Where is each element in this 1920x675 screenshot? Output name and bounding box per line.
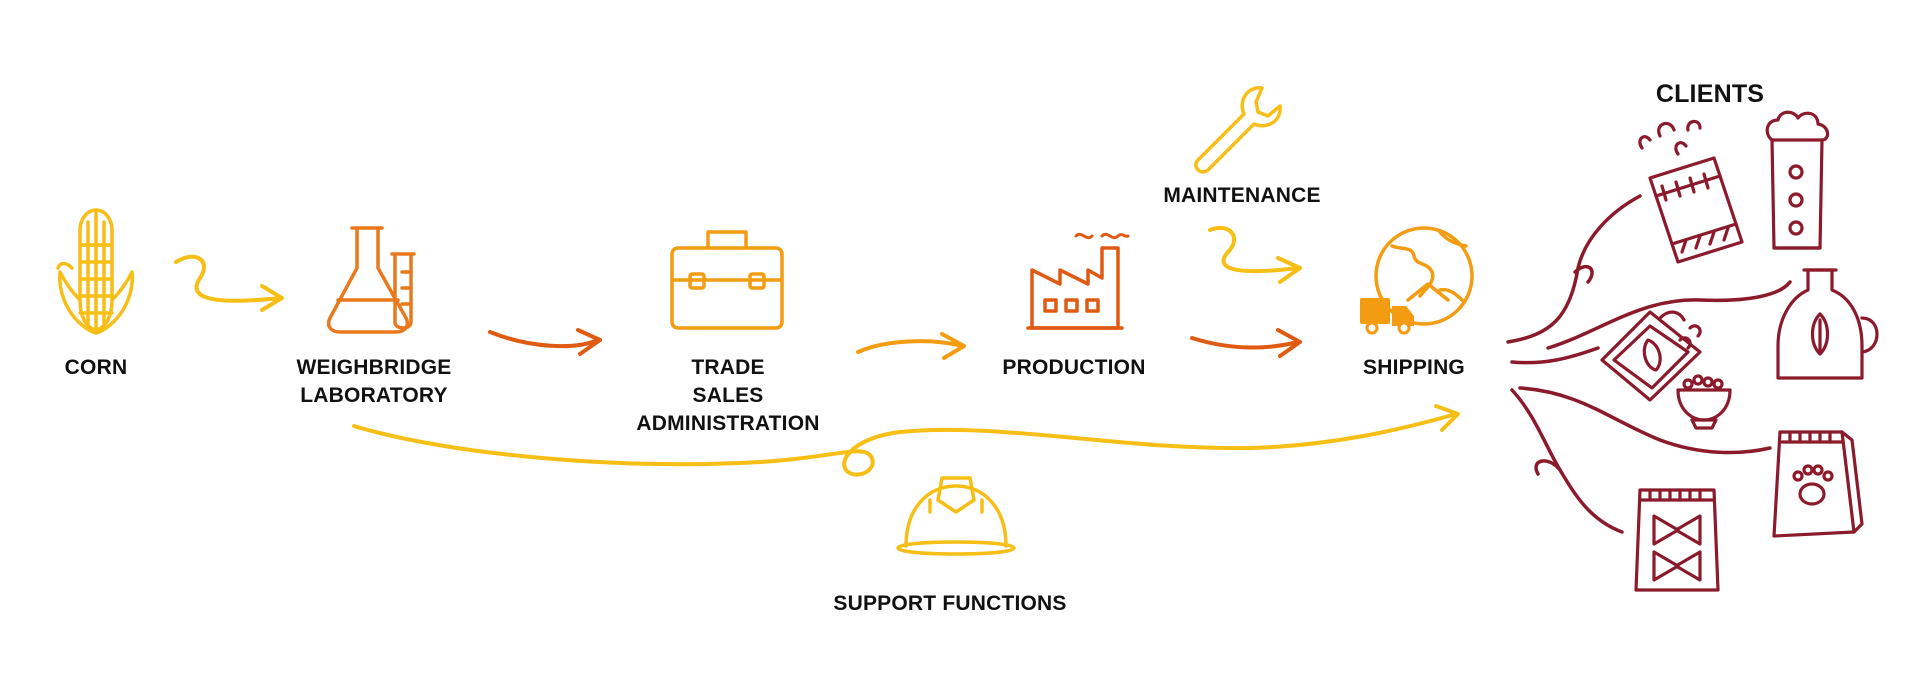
label-shipping: SHIPPING	[1363, 354, 1465, 382]
label-weighbridge-laboratory: WEIGHBRIDGE LABORATORY	[296, 354, 451, 410]
label-line: SHIPPING	[1363, 356, 1465, 379]
arrow-production-to-shipping	[1190, 328, 1302, 358]
label-line: MAINTENANCE	[1163, 184, 1321, 207]
label-line: SALES	[692, 384, 764, 407]
wrench-icon	[1194, 86, 1282, 174]
factory-icon	[1026, 232, 1130, 330]
arrow-maintenance-to-shipping	[1208, 226, 1302, 284]
label-line: PRODUCTION	[1002, 356, 1146, 379]
label-line: SUPPORT FUNCTIONS	[833, 592, 1067, 615]
beer-glass-icon	[1765, 110, 1830, 250]
arrow-corn-to-weighbridge	[174, 254, 284, 312]
label-maintenance: MAINTENANCE	[1163, 182, 1320, 210]
label-production: PRODUCTION	[1002, 354, 1145, 382]
label-clients: CLIENTS	[1656, 80, 1764, 108]
label-trade-sales-administration: TRADE SALES ADMINISTRATION	[636, 354, 819, 438]
label-line: TRADE	[691, 356, 765, 379]
label-corn: CORN	[65, 354, 128, 382]
corn-icon	[56, 208, 135, 335]
pasta-bag-icon	[1634, 488, 1720, 592]
briefcase-icon	[670, 230, 784, 330]
label-line: LABORATORY	[300, 384, 448, 407]
globe-truck-icon	[1374, 226, 1474, 326]
arrow-weighbridge-to-trade	[488, 328, 602, 356]
label-support-functions: SUPPORT FUNCTIONS	[833, 590, 1066, 618]
lab-flask-icon	[326, 226, 416, 334]
label-line: CORN	[64, 356, 128, 379]
label-line: ADMINISTRATION	[636, 412, 820, 435]
label-line: CLIENTS	[1655, 80, 1765, 108]
cereal-box-icon	[1600, 310, 1732, 430]
snack-bag-icon	[1638, 119, 1744, 264]
arrow-support-to-shipping	[352, 404, 1460, 477]
label-line: WEIGHBRIDGE	[296, 356, 452, 379]
arrow-trade-to-production	[856, 332, 966, 360]
oil-bottle-icon	[1776, 268, 1879, 380]
truck-icon	[1360, 298, 1414, 335]
pet-food-bag-icon	[1772, 430, 1864, 538]
arrows-shipping-to-clients	[1506, 194, 1792, 534]
hard-hat-icon	[896, 476, 1016, 556]
